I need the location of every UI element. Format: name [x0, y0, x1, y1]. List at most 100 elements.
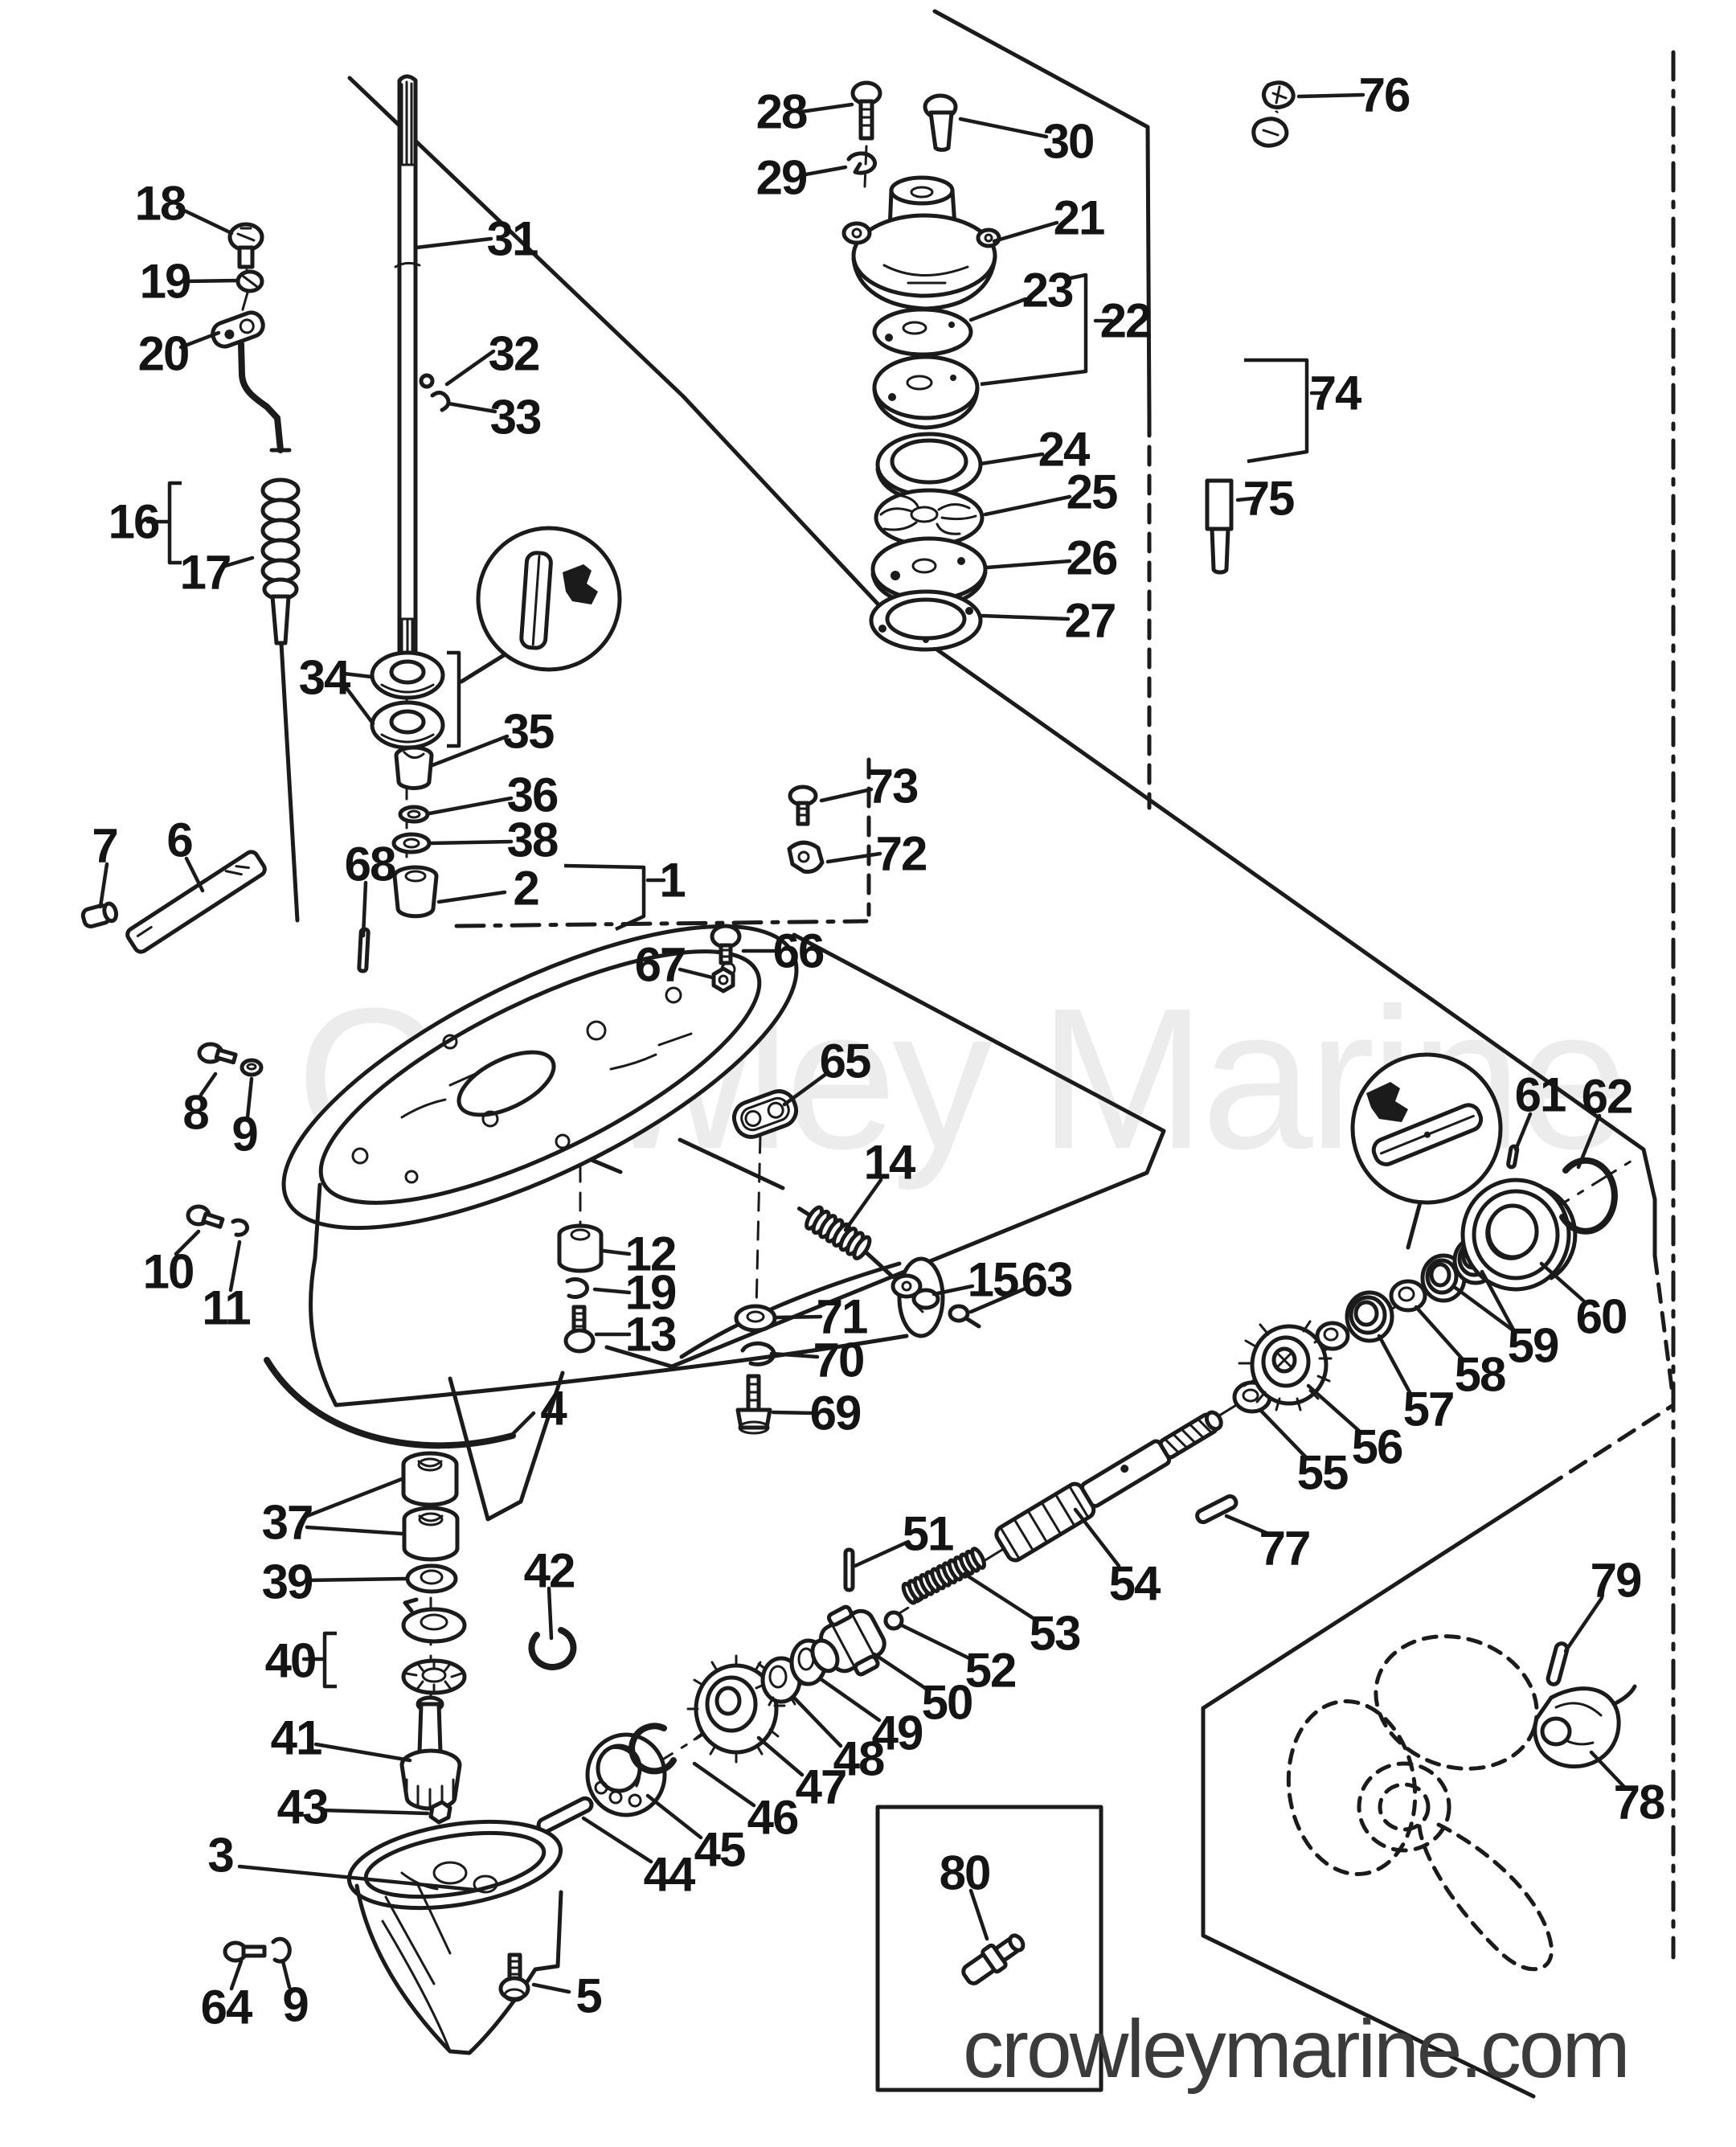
part-callout-64: 64 [201, 1959, 255, 2034]
part-number-77: 77 [1259, 1522, 1310, 1575]
part-callout-44: 44 [581, 1816, 698, 1902]
part-number-55: 55 [1297, 1446, 1348, 1500]
part-callout-69: 69 [771, 1387, 862, 1440]
leader-line-31 [414, 236, 493, 250]
part-number-46: 46 [747, 1791, 798, 1845]
part-callout-5: 5 [531, 1969, 603, 2023]
star-washer-40b [401, 1658, 467, 1695]
leader-line-76 [1296, 92, 1365, 99]
part-callout-62: 62 [1576, 1070, 1633, 1170]
part-callout-21: 21 [992, 191, 1106, 245]
part-number-54: 54 [1109, 1557, 1161, 1611]
leader-line-18 [175, 205, 234, 236]
left-hardware [80, 850, 267, 1237]
cross-pin-51 [843, 1547, 855, 1592]
speedometer-fitting-80 [961, 1933, 1026, 1985]
part-number-52: 52 [965, 1644, 1016, 1698]
leader-line-53 [962, 1571, 1039, 1623]
part-number-60: 60 [1576, 1290, 1627, 1344]
washer-56a [1315, 1321, 1350, 1351]
part-callout-8: 8 [182, 1071, 218, 1140]
shear-pin-77 [1195, 1493, 1239, 1525]
part-callout-58: 58 [1414, 1305, 1507, 1402]
part-number-58: 58 [1455, 1348, 1505, 1402]
leader-line-9 [245, 1076, 254, 1120]
part-callout-16: 16 [108, 495, 170, 549]
leader-line-37 [305, 1477, 404, 1518]
part-number-4: 4 [540, 1382, 567, 1436]
part-number-27: 27 [1065, 594, 1116, 648]
bushing-37b [402, 1506, 460, 1562]
pin-61 [1506, 1144, 1520, 1170]
part-number-76: 76 [1359, 68, 1410, 122]
housing-skeg-fin [448, 1371, 565, 1522]
leader-line-3 [237, 1864, 485, 1893]
washer-19b [565, 1277, 590, 1299]
part-callout-78: 78 [1589, 1750, 1666, 1829]
leader-line-42 [547, 1586, 554, 1641]
part-number-64: 64 [201, 1981, 253, 2034]
shift-rod-16 [279, 641, 300, 923]
part-number-66: 66 [773, 924, 824, 978]
part-callout-28: 28 [756, 85, 854, 139]
leader-line-27 [980, 613, 1071, 621]
housing-side-hardware [557, 785, 825, 1435]
impeller-25 [874, 488, 985, 547]
thrust-washer-46 [628, 1723, 677, 1775]
part-callout-10: 10 [143, 1229, 201, 1299]
part-callout-29: 29 [756, 151, 848, 205]
bracket-1 [563, 863, 646, 932]
part-number-50: 50 [922, 1676, 972, 1730]
part-callout-72: 72 [825, 827, 927, 881]
part-number-51: 51 [903, 1507, 953, 1561]
part-callout-80: 80 [940, 1846, 991, 1941]
part-number-29: 29 [756, 151, 807, 205]
leader-line-19 [592, 1287, 632, 1295]
part-callout-19: 19 [140, 255, 240, 309]
leader-line-26 [985, 559, 1072, 570]
leader-line-63 [968, 1285, 1030, 1314]
part-number-22: 22 [1100, 294, 1151, 348]
screw-63 [948, 1304, 981, 1329]
part-callout-25: 25 [983, 465, 1119, 519]
part-number-79: 79 [1591, 1554, 1641, 1608]
part-callout-22: 22 [1093, 294, 1152, 348]
part-number-11: 11 [202, 1281, 250, 1335]
leader-line-29 [799, 165, 848, 178]
shift-rod-boot-17 [260, 477, 301, 503]
part-number-25: 25 [1067, 465, 1117, 519]
leader-line-73 [819, 787, 874, 803]
part-number-65: 65 [820, 1035, 870, 1088]
part-callout-23: 23 [968, 264, 1075, 322]
part-callout-74: 74 [1310, 367, 1364, 420]
gasket-27 [869, 589, 983, 652]
retainer-clip-detail-2 [1366, 1082, 1408, 1122]
drive-hub-78 [1533, 1684, 1637, 1769]
part-callout-77: 77 [1224, 1514, 1311, 1575]
part-number-57: 57 [1403, 1383, 1454, 1436]
part-number-43: 43 [277, 1780, 328, 1834]
part-callout-38: 38 [428, 813, 559, 867]
part-number-34: 34 [299, 651, 351, 705]
part-number-47: 47 [796, 1760, 846, 1814]
inset-detail-upper [476, 526, 622, 672]
leader-line-7 [98, 862, 109, 909]
part-callout-37: 37 [262, 1477, 404, 1550]
leader-line-51 [853, 1539, 911, 1568]
retaining-ring-62 [1559, 1157, 1618, 1235]
part-callout-52: 52 [899, 1623, 1017, 1698]
anti-ventilation-plate [604, 932, 1166, 1369]
part-number-37: 37 [262, 1496, 313, 1550]
part-number-23: 23 [1022, 264, 1073, 318]
part-number-18: 18 [135, 177, 186, 231]
part-number-3: 3 [207, 1829, 233, 1883]
part-callout-41: 41 [271, 1711, 412, 1765]
part-callout-6: 6 [166, 813, 205, 893]
part-callout-31: 31 [414, 212, 539, 266]
leader-line-39 [305, 1576, 408, 1583]
part-callout-30: 30 [958, 115, 1095, 169]
part-callout-47: 47 [756, 1735, 847, 1814]
part-callout-3: 3 [207, 1829, 485, 1893]
leader-line-68 [361, 880, 368, 938]
